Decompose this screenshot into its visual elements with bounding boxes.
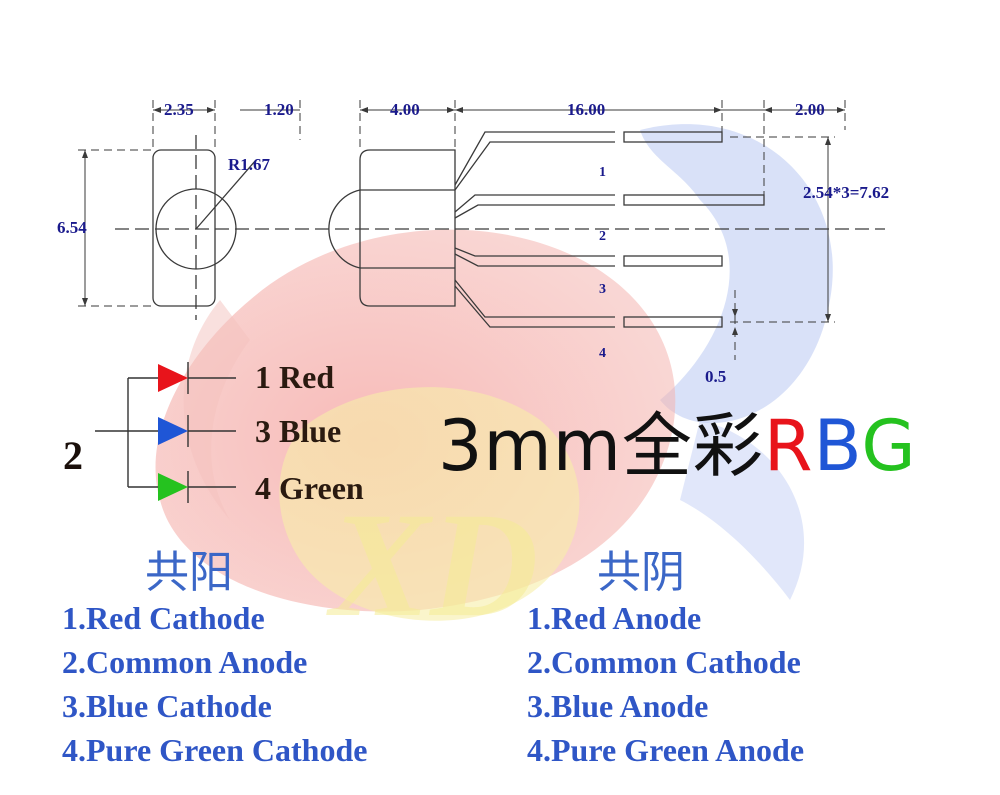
cathode-line-3: 3.Blue Anode: [527, 688, 709, 724]
pin-label-blue: 3 Blue: [255, 413, 342, 449]
front-view-body: [359, 149, 456, 307]
common-cathode-header: 共阴: [597, 547, 685, 598]
title-prefix: 3mm全彩: [438, 405, 764, 487]
cathode-line-2: 2.Common Cathode: [527, 644, 801, 680]
anode-line-2: 2.Common Anode: [62, 644, 308, 680]
cathode-line-4: 4.Pure Green Anode: [527, 732, 805, 768]
common-anode-header: 共阳: [145, 547, 233, 598]
dim-offset: 1.20: [264, 100, 294, 119]
dim-pitch: 2.54*3=7.62: [803, 183, 890, 202]
pin-number-2: 2: [599, 229, 606, 244]
blue-diode-triangle: [158, 417, 188, 445]
anode-line-1: 1.Red Cathode: [62, 600, 265, 636]
product-title: 3mm全彩RBG: [438, 390, 917, 491]
pin-label-green: 4 Green: [255, 470, 364, 506]
dim-lead-offset: 2.00: [795, 100, 825, 119]
dim-radius: R1.67: [228, 155, 271, 174]
title-letter-g: G: [861, 405, 917, 487]
lead-2: [454, 194, 615, 219]
side-view-body: [152, 149, 216, 307]
watermark-text: XD: [326, 482, 538, 648]
anode-line-3: 3.Blue Cathode: [62, 688, 272, 724]
flame-blue-lower: [680, 420, 805, 600]
common-pin-number: 2: [63, 433, 83, 478]
pin-number-4: 4: [599, 346, 606, 361]
pin-label-red: 1 Red: [255, 359, 335, 395]
dim-lead-length: 16.00: [567, 100, 606, 119]
title-letter-r: R: [763, 405, 814, 487]
lead-end-4: [623, 316, 723, 328]
flame-yellow-shape: [279, 387, 580, 621]
title-letter-b: B: [813, 405, 862, 487]
pin-number-3: 3: [599, 282, 606, 297]
dim-body-length: 4.00: [390, 100, 420, 119]
red-diode-triangle: [158, 364, 188, 392]
cathode-line-1: 1.Red Anode: [527, 600, 702, 636]
lead-3: [454, 247, 615, 267]
lead-4: [454, 279, 615, 328]
lead-end-3: [623, 255, 723, 267]
front-view-lens: [328, 189, 361, 269]
flame-blue-shape: [640, 124, 833, 424]
radius-leader: [195, 159, 257, 230]
dim-lead-width: 0.5: [705, 367, 727, 386]
dim-height: 6.54: [57, 218, 87, 237]
anode-line-4: 4.Pure Green Cathode: [62, 732, 368, 768]
flame-left-wisp: [183, 300, 250, 520]
dim-width-side: 2.35: [164, 100, 194, 119]
green-diode-triangle: [158, 473, 188, 501]
lead-end-2: [623, 194, 765, 206]
lead-end-1: [623, 131, 723, 143]
lead-1: [454, 131, 615, 191]
pin-number-1: 1: [599, 165, 606, 180]
